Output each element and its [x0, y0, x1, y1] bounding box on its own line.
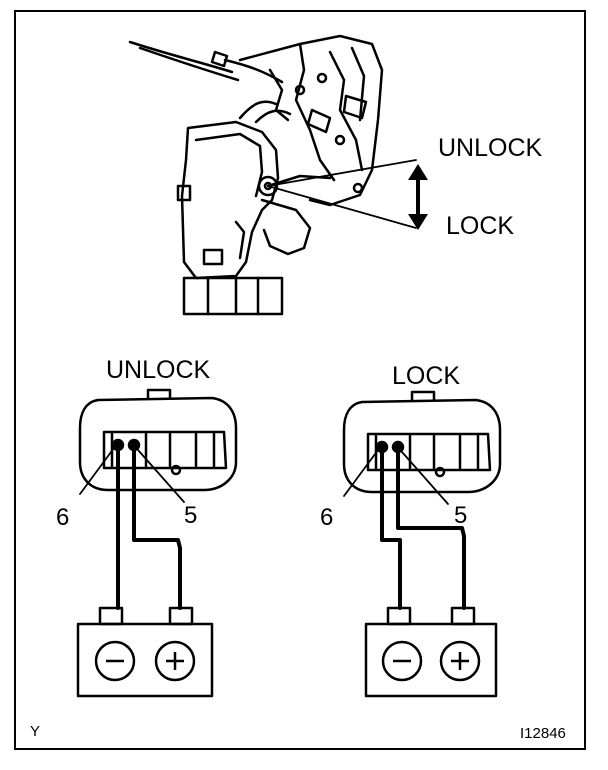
unlock-battery	[76, 606, 214, 698]
lock-wires	[380, 450, 466, 610]
lock-pin-6-leader	[343, 449, 379, 497]
lock-battery-plus-icon	[451, 652, 469, 670]
unlock-battery-plus-icon	[166, 652, 184, 670]
unlock-wires	[116, 448, 182, 610]
corner-code: Y	[30, 723, 41, 740]
diagram-frame	[14, 10, 586, 750]
door-lock-motor-illustration	[128, 34, 384, 316]
mechanism-lock-label: LOCK	[446, 212, 515, 240]
lock-pin-5-label: 5	[454, 502, 468, 529]
lock-connector	[342, 390, 502, 494]
mechanism-unlock-label: UNLOCK	[438, 134, 543, 162]
unlock-pin-5-label: 5	[184, 502, 198, 529]
unlock-pin-6-label: 6	[56, 504, 70, 531]
lock-unlock-double-arrow-icon	[408, 164, 428, 230]
lock-panel-title: LOCK	[392, 362, 461, 390]
lock-battery	[364, 606, 498, 698]
lock-leader-line	[267, 185, 417, 229]
unlock-connector	[78, 388, 238, 492]
unlock-pin-5-leader	[137, 449, 185, 503]
unlock-panel-title: UNLOCK	[106, 356, 211, 384]
lock-pin-6-label: 6	[320, 504, 334, 531]
lock-pin-5-leader	[401, 451, 449, 505]
unlock-pin-6-leader	[79, 447, 115, 495]
figure-id: I12846	[520, 725, 566, 742]
unlock-leader-line	[267, 159, 417, 187]
